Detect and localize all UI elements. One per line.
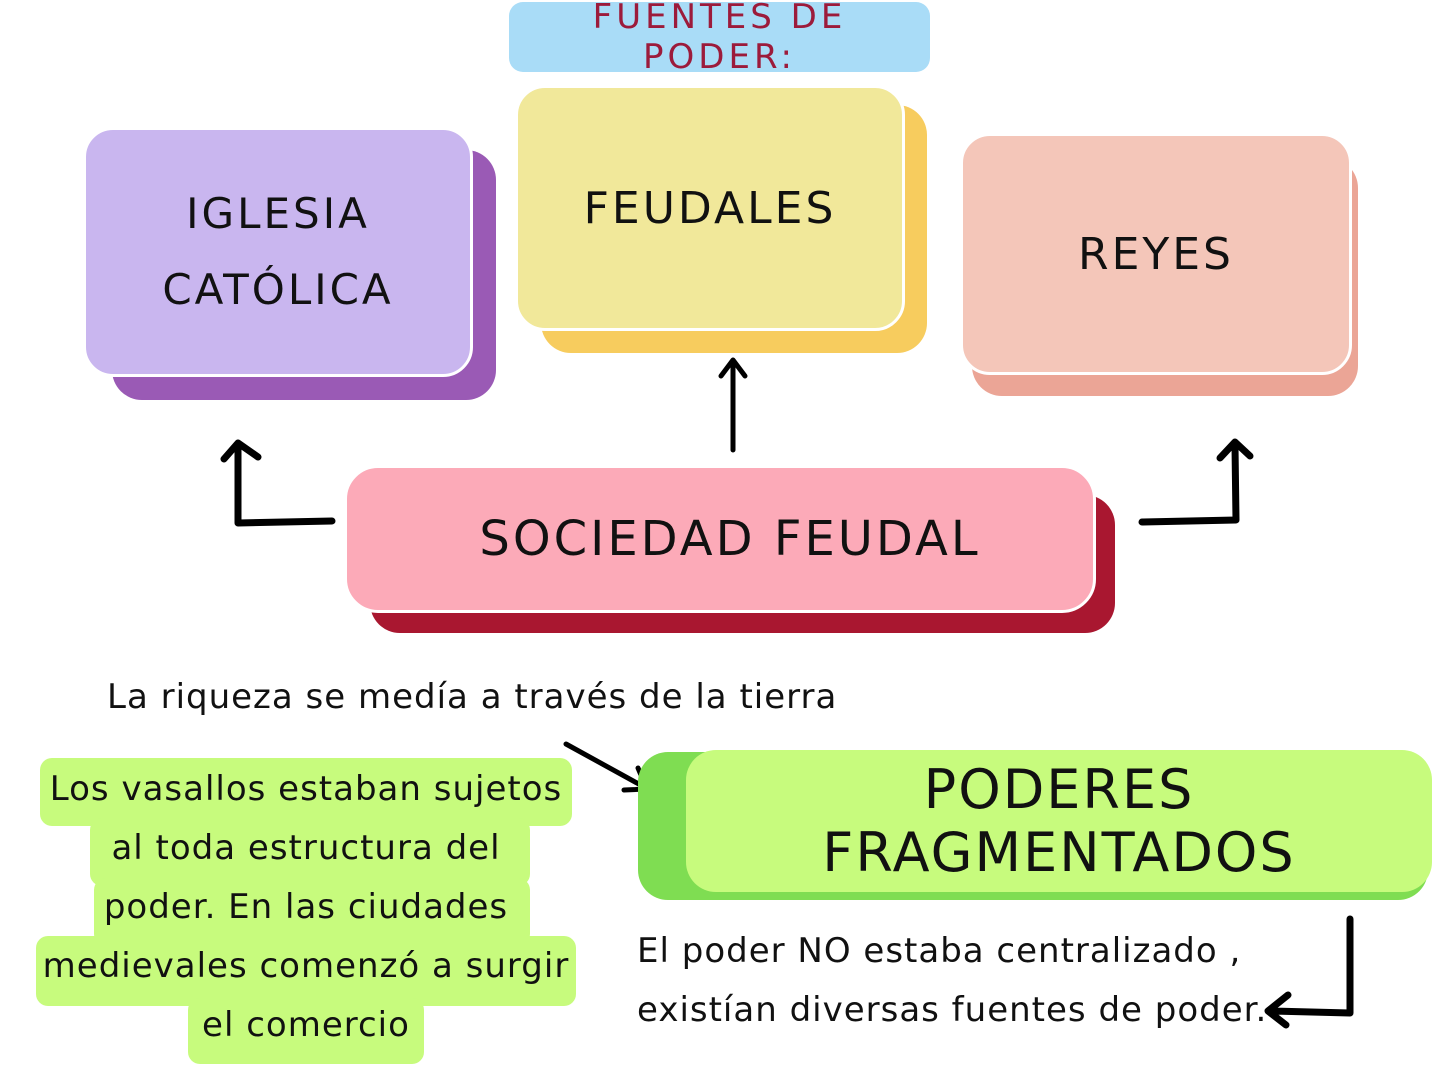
vasallos-note: Los vasallos estaban sujetos al toda est… (40, 760, 572, 1055)
arrow-to-centralizado-note (1264, 915, 1354, 1029)
centralizado-line-1: El poder NO estaba centralizado , (637, 931, 1242, 971)
feudales-label: FEUDALES (583, 183, 837, 234)
arrow-to-feudales (718, 357, 748, 453)
vasallos-line-4: medievales comenzó a surgir (42, 946, 570, 986)
vasallos-line-5: el comercio (202, 1005, 410, 1045)
reyes-node: REYES (960, 133, 1352, 375)
riqueza-note: La riqueza se medía a través de la tierr… (107, 677, 838, 717)
arrow-to-reyes (1138, 438, 1254, 526)
diagram-title: FUENTES DE PODER: (509, 0, 930, 77)
iglesia-catolica-node: IGLESIA CATÓLICA (83, 127, 473, 377)
centralizado-line-2: existían diversas fuentes de poder. (637, 990, 1268, 1030)
sociedad-feudal-label: SOCIEDAD FEUDAL (479, 511, 981, 567)
feudales-node: FEUDALES (515, 85, 905, 331)
diagram-title-text: FUENTES DE PODER: (592, 0, 847, 77)
vasallos-highlight-4 (36, 936, 576, 1006)
vasallos-highlight-3 (94, 878, 530, 946)
vasallos-highlight-5 (188, 998, 424, 1064)
vasallos-highlight-1 (40, 758, 572, 826)
poderes-fragmentados-node: PODERES FRAGMENTADOS (686, 750, 1432, 892)
vasallos-highlight-2 (90, 818, 530, 886)
sociedad-feudal-node: SOCIEDAD FEUDAL (344, 465, 1096, 613)
vasallos-line-3: poder. En las ciudades (103, 887, 509, 927)
iglesia-line-1: IGLESIA (186, 189, 370, 238)
reyes-label: REYES (1078, 228, 1234, 280)
arrow-to-iglesia (220, 439, 336, 527)
centralizado-note: El poder NO estaba centralizado , existí… (637, 922, 1297, 1040)
poderes-fragmentados-label: PODERES FRAGMENTADOS (822, 758, 1296, 884)
vasallos-line-2: al toda estructura del (111, 828, 501, 868)
iglesia-line-2: CATÓLICA (162, 265, 394, 314)
vasallos-line-1: Los vasallos estaban sujetos (49, 769, 563, 809)
